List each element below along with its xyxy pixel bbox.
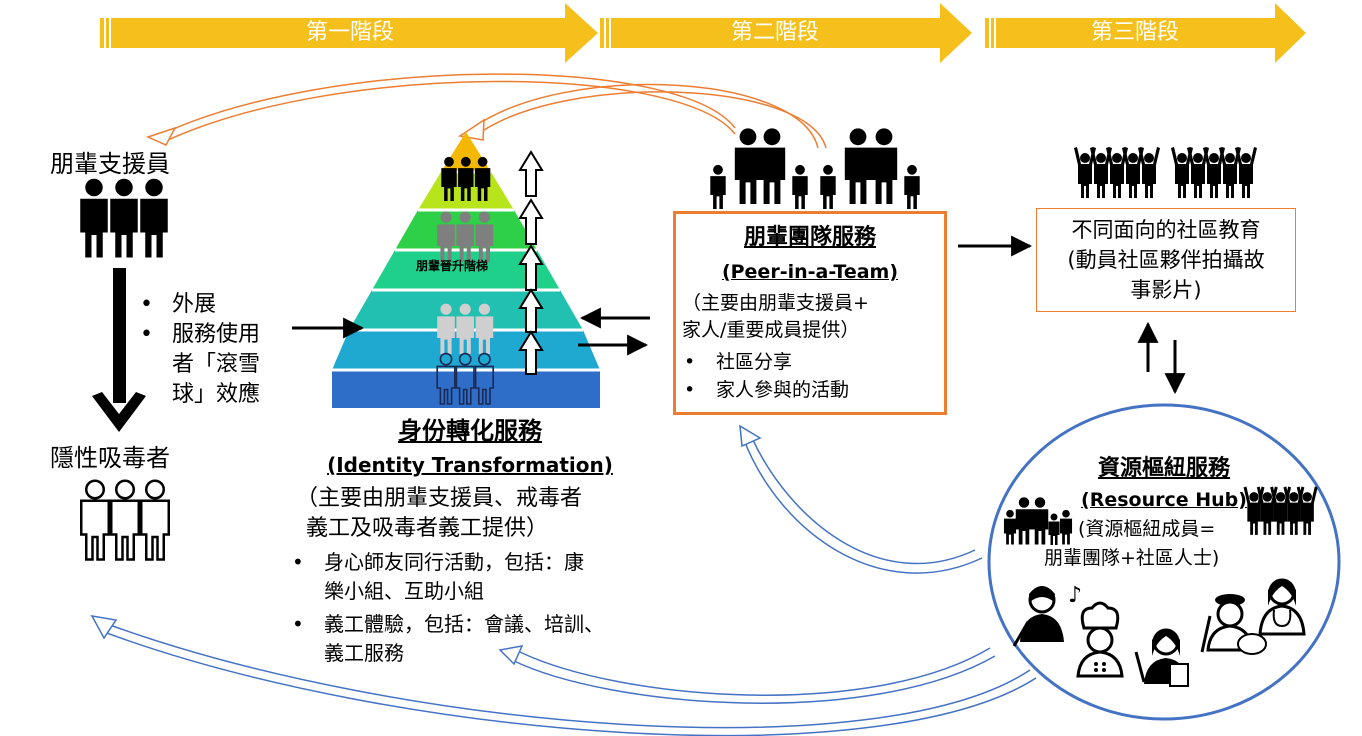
stage-1-arrow bbox=[100, 3, 598, 63]
identity-bullet-1-line-1: 身心師友同行活動，包括：康 bbox=[324, 550, 584, 574]
identity-bullet-2-line-1: 義工體驗，包括：會議、培訓、 bbox=[324, 612, 604, 636]
community-edu-line-2: (動員社區夥伴拍攝故 bbox=[1067, 248, 1265, 272]
peer-team-box: 朋輩團隊服務 (Peer-in-a-Team) （主要由朋輩支援員+ 家人/重要… bbox=[673, 211, 947, 415]
blue-curved-arrows bbox=[90, 424, 1037, 736]
identity-provider-line-1: （主要由朋輩支援員、戒毒者 bbox=[296, 486, 583, 511]
identity-title: 身份轉化服務 bbox=[398, 417, 542, 445]
bullet-snowball: 服務使用 者「滾雪 球」效應 bbox=[136, 320, 260, 410]
resource-hub-title: 資源樞紐服務 bbox=[1097, 456, 1230, 481]
peer-team-provider-line-2: 家人/重要成員提供） bbox=[682, 319, 860, 341]
straight-arrows bbox=[292, 235, 1186, 395]
identity-bullet-1: 身心師友同行活動，包括：康 樂小組、互助小組 bbox=[288, 548, 604, 606]
peer-team-provider: （主要由朋輩支援員+ 家人/重要成員提供） bbox=[682, 290, 869, 344]
stage-3-label: 第三階段 bbox=[1090, 20, 1179, 45]
orange-curved-arrows bbox=[145, 73, 827, 149]
cheering-group-icon bbox=[1074, 147, 1257, 198]
peer-supporter-icon bbox=[80, 178, 168, 258]
stage-2-arrow bbox=[600, 3, 972, 63]
snowball-line-2: 者「滾雪 bbox=[172, 352, 261, 377]
peer-team-bullet-2: 家人參與的活動 bbox=[680, 376, 849, 404]
down-arrow-icon bbox=[92, 268, 146, 432]
peer-team-bullet-1: 社區分享 bbox=[680, 348, 849, 376]
community-education-text: 不同面向的社區教育 (動員社區夥伴拍攝故 事影片) bbox=[1037, 215, 1295, 305]
community-edu-line-3: 事影片) bbox=[1130, 278, 1202, 302]
musician-icon: ♪ bbox=[1012, 583, 1082, 647]
bullet-outreach: 外展 bbox=[136, 290, 260, 320]
artist-icon bbox=[1200, 594, 1267, 655]
identity-provider-line-2: 義工及吸毒者義工提供） bbox=[306, 516, 549, 541]
snowball-line-1: 服務使用 bbox=[172, 322, 261, 347]
peer-supporter-title: 朋輩支援員 bbox=[50, 150, 170, 178]
identity-provider: （主要由朋輩支援員、戒毒者 義工及吸毒者義工提供） bbox=[296, 484, 582, 544]
peer-team-bullets: 社區分享 家人參與的活動 bbox=[680, 348, 849, 404]
identity-subtitle: (Identity Transformation) bbox=[327, 453, 613, 477]
peer-team-subtitle: (Peer-in-a-Team) bbox=[721, 261, 899, 283]
stage-3-arrow bbox=[985, 3, 1306, 63]
stage-1-label: 第一階段 bbox=[305, 20, 394, 45]
peer-team-title: 朋輩團隊服務 bbox=[743, 225, 876, 250]
peer-team-provider-line-1: （主要由朋輩支援員+ bbox=[682, 292, 869, 314]
identity-bullet-2-line-2: 義工服務 bbox=[324, 641, 404, 665]
resource-hub-line-1: (資源樞紐成員= bbox=[1078, 518, 1216, 540]
community-edu-line-1: 不同面向的社區教育 bbox=[1071, 218, 1261, 242]
identity-bullet-2: 義工體驗，包括：會議、培訓、 義工服務 bbox=[288, 610, 604, 668]
identity-bullet-1-line-2: 樂小組、互助小組 bbox=[324, 579, 484, 603]
stage-arrows bbox=[100, 3, 1306, 63]
student-icon bbox=[1134, 628, 1189, 687]
pyramid bbox=[332, 132, 600, 408]
community-education-box: 不同面向的社區教育 (動員社區夥伴拍攝故 事影片) bbox=[1036, 208, 1296, 312]
hidden-user-icon bbox=[80, 479, 170, 561]
stage-2-label: 第二階段 bbox=[730, 20, 819, 45]
chef-icon bbox=[1076, 601, 1124, 678]
svg-text:♪: ♪ bbox=[1068, 583, 1082, 608]
resource-hub-subtitle: (Resource Hub) bbox=[1081, 489, 1247, 511]
identity-bullets: 身心師友同行活動，包括：康 樂小組、互助小組 義工體驗，包括：會議、培訓、 義工… bbox=[288, 548, 604, 668]
ladder-label: 朋輩晉升階梯 bbox=[416, 259, 489, 273]
doctor-icon bbox=[1258, 578, 1306, 636]
hidden-user-title: 隱性吸毒者 bbox=[50, 444, 170, 472]
outreach-bullets: 外展 服務使用 者「滾雪 球」效應 bbox=[136, 290, 260, 410]
snowball-line-3: 球」效應 bbox=[172, 382, 261, 407]
resource-hub-line-2: 朋輩團隊+社區人士) bbox=[1044, 547, 1220, 569]
